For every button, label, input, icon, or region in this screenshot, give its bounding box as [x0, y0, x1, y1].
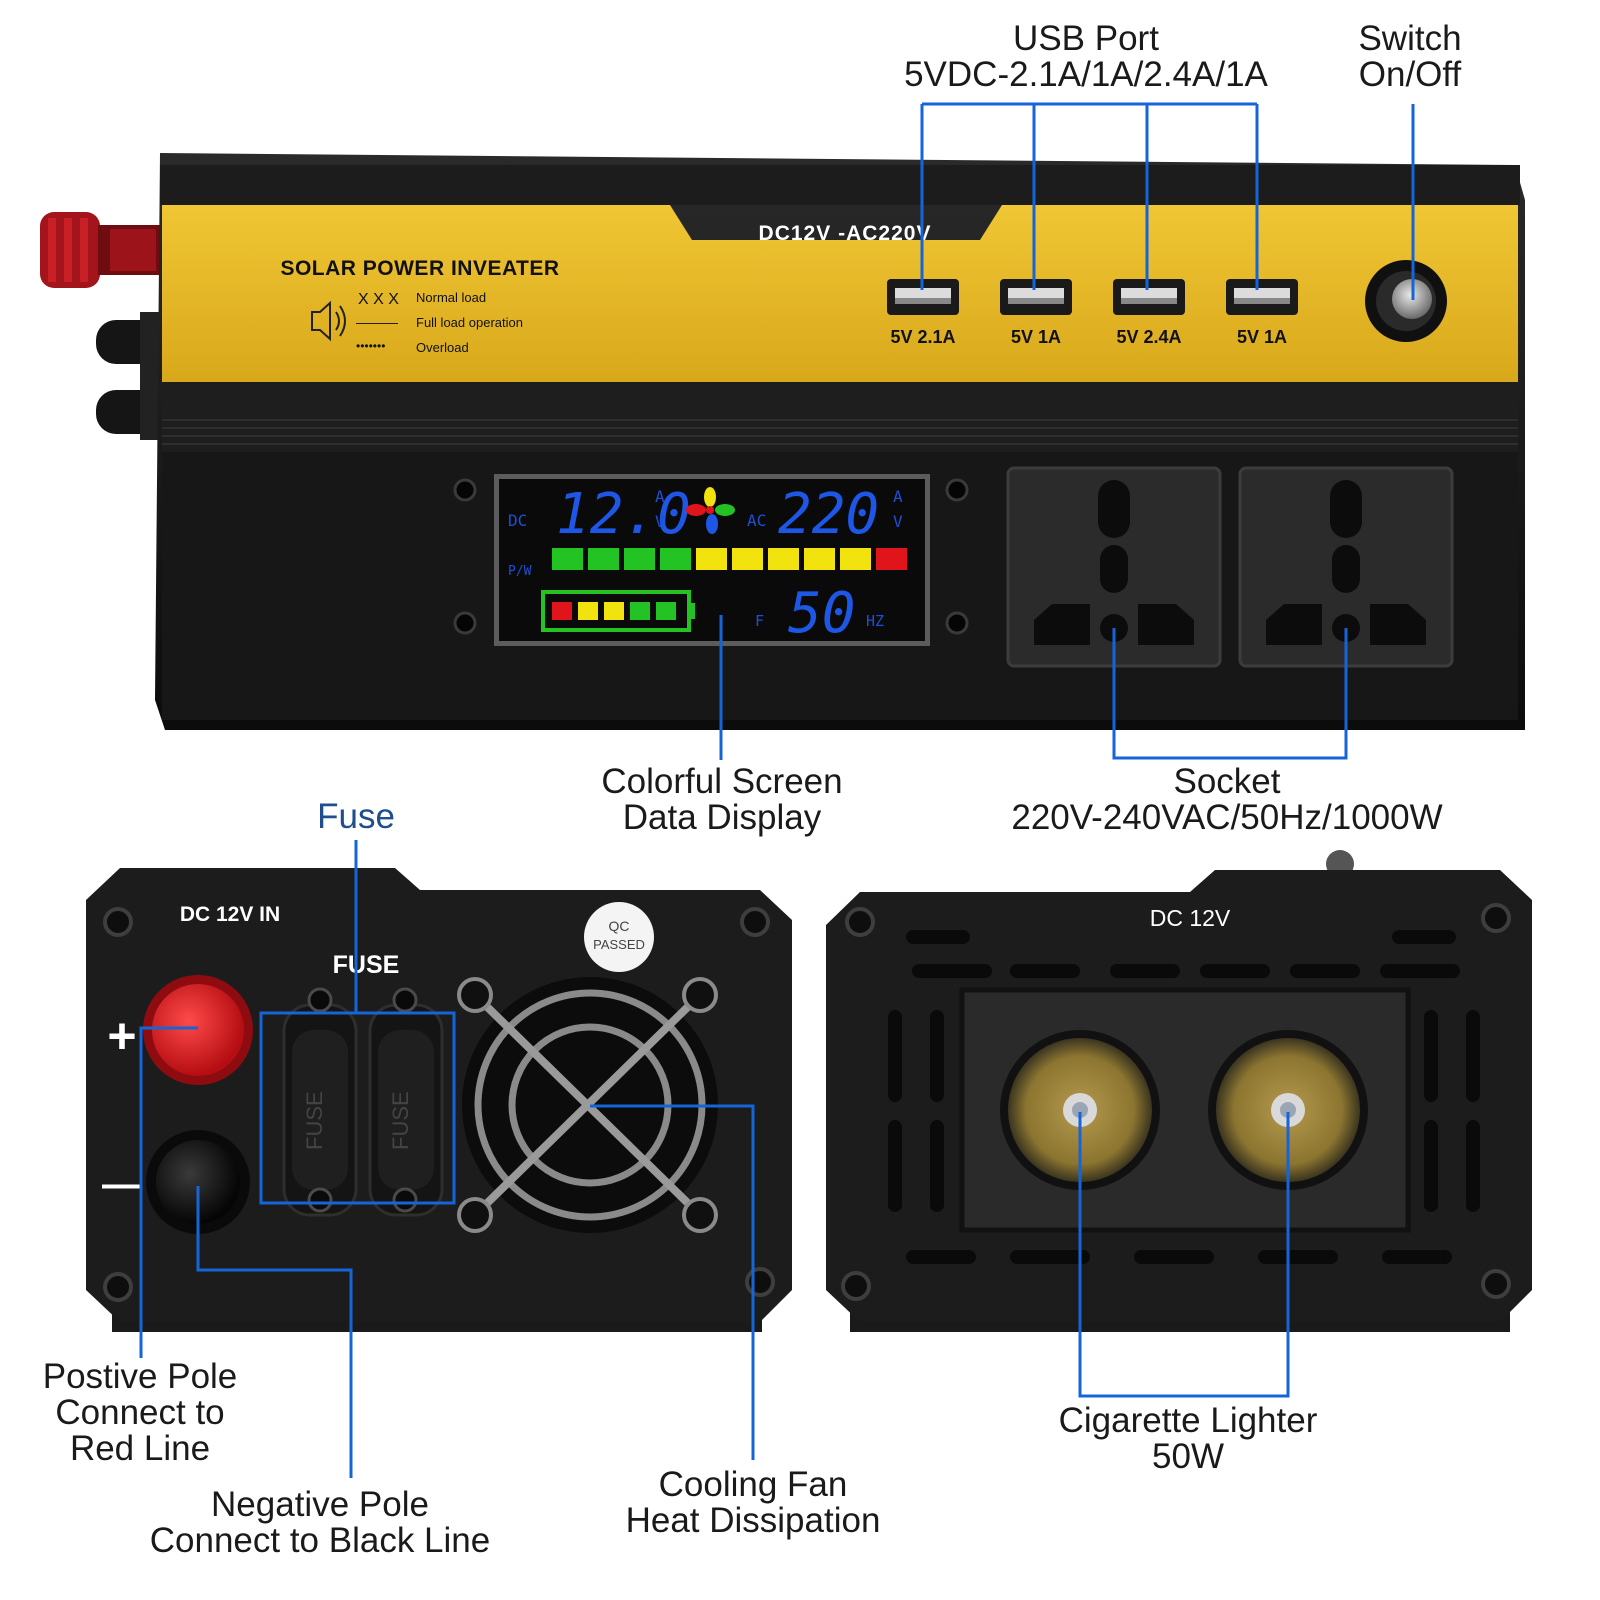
- legend-symbol-normal: X X X: [358, 291, 399, 308]
- load-bar-segment: [660, 548, 691, 570]
- usb-label-4: 5V 1A: [1237, 327, 1287, 347]
- inverter-top-view: DC12V -AC220V SOLAR POWER INVEATER X X X…: [40, 153, 1525, 730]
- model-label: DC12V -AC220V: [759, 222, 932, 245]
- load-bar-segment: [588, 548, 619, 570]
- usb-port-1[interactable]: [887, 279, 959, 315]
- load-bar-segment: [696, 548, 727, 570]
- lcd-freq-value: 50: [788, 581, 855, 646]
- vent-slots: [888, 930, 1480, 1264]
- cigarette-lighter-socket-1[interactable]: [1000, 1030, 1160, 1190]
- battery-cell: [604, 602, 624, 620]
- usb-port-4[interactable]: [1226, 279, 1298, 315]
- screw-icons-right: [841, 903, 1511, 1301]
- usb-label-1: 5V 2.1A: [890, 327, 955, 347]
- fan-status-icon: [686, 487, 735, 534]
- lcd-unit-v-ac: V: [893, 512, 903, 531]
- dc-out-title: DC 12V: [1150, 905, 1231, 931]
- load-bar-segment: [840, 548, 871, 570]
- load-bar-meter: [552, 548, 907, 570]
- battery-cell: [578, 602, 598, 620]
- power-switch[interactable]: [1365, 260, 1447, 342]
- legend-symbol-full: ———: [356, 314, 398, 330]
- fuse-holders[interactable]: FUSE FUSE: [282, 987, 444, 1217]
- callout-cigarette-lighter: Cigarette Lighter 50W: [1058, 1401, 1318, 1476]
- black-terminals-top: [96, 312, 162, 440]
- callout-positive-pole: Postive Pole Connect to Red Line: [42, 1357, 238, 1468]
- ac-socket-2[interactable]: [1238, 466, 1454, 668]
- lcd-pw-label: P/W: [508, 564, 532, 579]
- fin-lines: [162, 419, 1518, 445]
- qc-passed-sticker: QC PASSED: [584, 902, 654, 972]
- callout-leader-lines: [139, 102, 1415, 1478]
- callout-screen: Colorful Screen Data Display: [601, 762, 843, 837]
- speaker-icon: [311, 300, 346, 342]
- callout-fuse: Fuse: [317, 797, 395, 836]
- fuse-text-1: FUSE: [302, 1091, 327, 1150]
- svg-text:QC: QC: [609, 918, 630, 934]
- battery-cell: [552, 602, 572, 620]
- yellow-panel: [162, 205, 1518, 382]
- ac-socket-1[interactable]: [1006, 466, 1222, 668]
- plus-sign: +: [107, 1008, 136, 1064]
- lcd-display: DC 12.0 A V AC 220 A V P/W F 50 HZ: [494, 474, 930, 646]
- load-bar-segment: [804, 548, 835, 570]
- fuse-panel-label: FUSE: [333, 951, 400, 979]
- load-bar-segment: [552, 548, 583, 570]
- positive-terminal[interactable]: [143, 975, 253, 1085]
- lcd-unit-a-ac: A: [893, 487, 903, 506]
- load-bar-segment: [624, 548, 655, 570]
- screw-icons-left: [103, 907, 775, 1302]
- usb-port-3[interactable]: [1113, 279, 1185, 315]
- lcd-ac-value: 220: [778, 482, 879, 547]
- dc-in-title: DC 12V IN: [180, 903, 280, 926]
- battery-cell: [630, 602, 650, 620]
- callout-negative-pole: Negative Pole Connect to Black Line: [149, 1485, 491, 1560]
- legend-text-full: Full load operation: [416, 315, 523, 330]
- negative-terminal[interactable]: [146, 1130, 250, 1234]
- lcd-hz-label: HZ: [866, 612, 884, 630]
- lcd-unit-a-dc: A: [655, 487, 665, 506]
- legend-text-normal: Normal load: [416, 290, 486, 305]
- cigarette-lighter-socket-2[interactable]: [1208, 1030, 1368, 1190]
- load-bar-segment: [768, 548, 799, 570]
- fuse-text-2: FUSE: [388, 1091, 413, 1150]
- callout-socket: Socket 220V-240VAC/50Hz/1000W: [1011, 762, 1443, 837]
- usb-port-2[interactable]: [1000, 279, 1072, 315]
- brand-label: SOLAR POWER INVEATER: [280, 257, 559, 280]
- svg-text:PASSED: PASSED: [593, 937, 645, 952]
- red-terminal-top: [40, 212, 160, 288]
- legend-symbol-overload: •••••••: [356, 339, 385, 353]
- minus-sign: —: [102, 1162, 142, 1206]
- battery-cell: [656, 602, 676, 620]
- load-bar-segment: [732, 548, 763, 570]
- lcd-dc-value: 12.0: [556, 482, 691, 547]
- usb-label-2: 5V 1A: [1011, 327, 1061, 347]
- load-bar-segment: [876, 548, 907, 570]
- lcd-unit-v-dc: V: [655, 512, 665, 531]
- legend-text-overload: Overload: [416, 340, 469, 355]
- battery-icon: [541, 590, 695, 632]
- callout-cooling-fan: Cooling Fan Heat Dissipation: [625, 1465, 881, 1540]
- callout-usb-port: USB Port 5VDC-2.1A/1A/2.4A/1A: [904, 19, 1268, 94]
- screw-icons-lcd: [453, 478, 969, 635]
- lcd-f-label: F: [755, 612, 764, 630]
- callout-switch: Switch On/Off: [1358, 19, 1462, 94]
- lcd-ac-label: AC: [747, 511, 766, 530]
- lcd-dc-label: DC: [508, 511, 527, 530]
- usb-label-3: 5V 2.4A: [1116, 327, 1181, 347]
- dc-input-end-panel: DC 12V IN QC PASSED FUSE + — FUSE FUSE: [86, 868, 792, 1332]
- dc-output-end-panel: DC 12V: [826, 850, 1532, 1332]
